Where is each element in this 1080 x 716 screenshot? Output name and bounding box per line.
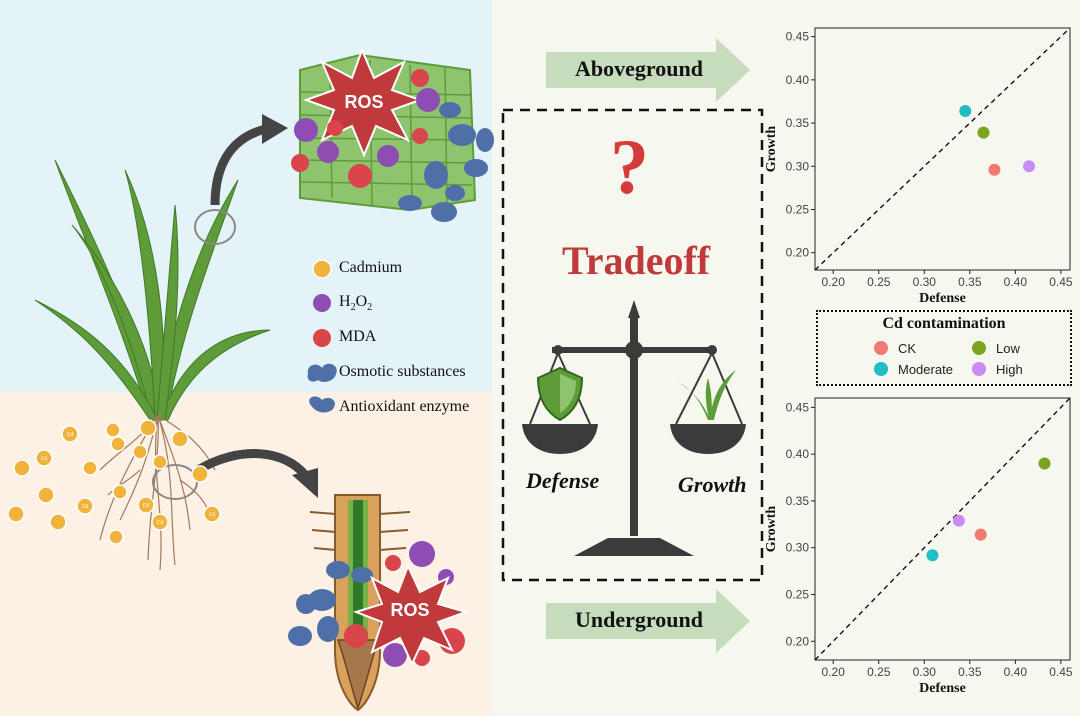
point-ck — [988, 163, 1001, 176]
root-zoom-arrow — [195, 449, 309, 479]
aboveground-scatter-chart: 0.20 0.25 0.30 0.35 0.40 0.45 0.20 0.25 0.30 0.35… — [764, 27, 1073, 306]
svg-text:Cd: Cd — [67, 432, 74, 438]
cadmium-legend-icon — [312, 259, 332, 279]
question-mark: ? — [610, 123, 649, 210]
reference-line — [814, 397, 1071, 661]
y-axis-label: Growth — [764, 126, 779, 173]
osmotic-legend-icon — [307, 363, 337, 382]
svg-text:Cd: Cd — [209, 512, 216, 518]
underground-scatter-chart: 0.20 0.25 0.30 0.35 0.40 0.45 0.20 0.25 0.30 0.35… — [764, 397, 1073, 696]
root-zoom-circle — [152, 464, 198, 500]
x-tick-label: 0.35 — [958, 665, 982, 679]
point-moderate — [926, 549, 939, 562]
x-axis-label: Defense — [919, 681, 966, 696]
y-tick-label: 0.25 — [786, 588, 810, 602]
x-tick-label: 0.35 — [958, 275, 982, 289]
x-tick-label: 0.45 — [1049, 665, 1073, 679]
reference-line — [814, 27, 1071, 271]
point-low — [977, 126, 990, 139]
underground-label: Underground — [575, 607, 703, 632]
h2o2-legend-icon — [313, 294, 331, 312]
svg-text:Cd: Cd — [82, 504, 89, 510]
y-tick-label: 0.40 — [786, 447, 810, 461]
y-tick-label: 0.25 — [786, 203, 810, 217]
svg-text:Cd: Cd — [143, 503, 150, 509]
leaf-zoom-arrow — [210, 123, 272, 206]
legend-icons — [307, 259, 337, 413]
leaf-zoom-circle — [194, 209, 236, 245]
legend-antioxidant: Antioxidant enzyme — [339, 398, 470, 415]
x-tick-label: 0.30 — [913, 665, 937, 679]
x-tick-label: 0.25 — [867, 665, 891, 679]
legend-mda: MDA — [339, 328, 377, 345]
point-high — [1023, 160, 1036, 173]
mda-legend-icon — [313, 329, 331, 347]
moderate-legend-dot — [874, 362, 888, 376]
ros-label-root: ROS — [390, 600, 430, 620]
point-moderate — [959, 104, 972, 117]
x-axis-label: Defense — [919, 291, 966, 306]
aboveground-arrow — [546, 38, 750, 102]
svg-text:Cd: Cd — [157, 520, 164, 526]
point-low — [1038, 457, 1051, 470]
antioxidant-legend-icon — [309, 396, 335, 413]
shield-icon — [536, 366, 584, 422]
moderate-legend-label: Moderate — [898, 362, 953, 377]
leaf-molecules — [291, 69, 494, 222]
ros-burst-root — [352, 563, 470, 667]
balance-scale — [522, 300, 746, 556]
svg-text:Cd: Cd — [41, 456, 48, 462]
cadmium-particles — [7, 419, 221, 545]
point-high — [952, 514, 965, 527]
x-tick-label: 0.40 — [1004, 275, 1028, 289]
cd-legend-title: Cd contamination — [882, 315, 1006, 332]
low-legend-dot — [972, 341, 986, 355]
ck-legend-dot — [874, 341, 888, 355]
y-tick-label: 0.35 — [786, 116, 810, 130]
x-tick-label: 0.30 — [913, 275, 937, 289]
y-tick-label: 0.40 — [786, 73, 810, 87]
y-tick-label: 0.45 — [786, 30, 810, 44]
y-tick-label: 0.45 — [786, 400, 810, 414]
growth-label: Growth — [678, 472, 747, 497]
y-axis-label: Growth — [764, 506, 779, 553]
root-molecules — [288, 541, 465, 667]
point-ck — [974, 528, 987, 541]
plant-leaves — [34, 159, 271, 421]
x-tick-label: 0.20 — [822, 275, 846, 289]
cadmium-labels: Cd Cd Cd Cd Cd Cd — [41, 432, 216, 526]
tradeoff-box — [501, 108, 764, 582]
y-tick-label: 0.30 — [786, 541, 810, 555]
high-legend-dot — [972, 362, 986, 376]
x-tick-label: 0.45 — [1049, 275, 1073, 289]
ros-label-leaf: ROS — [344, 92, 384, 112]
tradeoff-title: Tradeoff — [562, 238, 711, 283]
y-tick-label: 0.20 — [786, 634, 810, 648]
x-tick-label: 0.25 — [867, 275, 891, 289]
x-tick-label: 0.40 — [1004, 665, 1028, 679]
cd-contamination-legend: Cd contamination CK Low Moderate High — [816, 310, 1072, 386]
high-legend-label: High — [996, 362, 1023, 377]
legend-cadmium: Cadmium — [339, 259, 403, 276]
ck-legend-label: CK — [898, 341, 917, 356]
underground-arrow — [546, 589, 750, 653]
defense-label: Defense — [526, 468, 600, 493]
legend-h2o2: H2O2 — [339, 293, 373, 314]
seedling-icon — [678, 370, 736, 420]
low-legend-label: Low — [996, 341, 1020, 356]
y-tick-label: 0.30 — [786, 159, 810, 173]
aboveground-label: Aboveground — [575, 56, 703, 81]
legend-osmotic: Osmotic substances — [339, 363, 466, 380]
x-tick-label: 0.20 — [822, 665, 846, 679]
y-tick-label: 0.35 — [786, 494, 810, 508]
y-tick-label: 0.20 — [786, 246, 810, 260]
